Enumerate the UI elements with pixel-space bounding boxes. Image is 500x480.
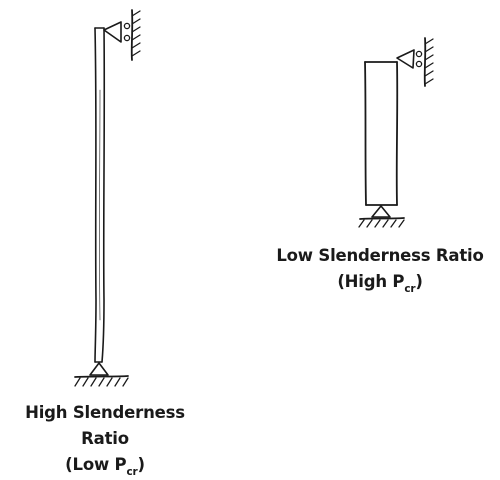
bottom-pin-support-left <box>74 362 129 387</box>
slender-column <box>94 27 106 363</box>
pcr-subscript: cr <box>126 466 138 478</box>
top-roller-support-left <box>103 9 141 61</box>
slender-column-title: High Slenderness Ratio <box>25 403 185 448</box>
bottom-pin-support-right <box>358 205 405 228</box>
top-roller-support-right <box>396 37 434 87</box>
buckling-diagram <box>74 9 434 387</box>
stocky-column <box>364 61 399 206</box>
pcr-close: ) <box>415 272 423 291</box>
pcr-open: (High P <box>337 272 405 291</box>
slender-column-pcr: (Low Pcr) <box>0 452 210 480</box>
stocky-column-caption: Low Slenderness Ratio (High Pcr) <box>270 243 490 297</box>
stocky-column-pcr: (High Pcr) <box>270 269 490 297</box>
stocky-column-title: Low Slenderness Ratio <box>276 246 484 265</box>
pcr-subscript: cr <box>404 283 416 295</box>
slender-column-caption: High Slenderness Ratio (Low Pcr) <box>0 400 210 480</box>
